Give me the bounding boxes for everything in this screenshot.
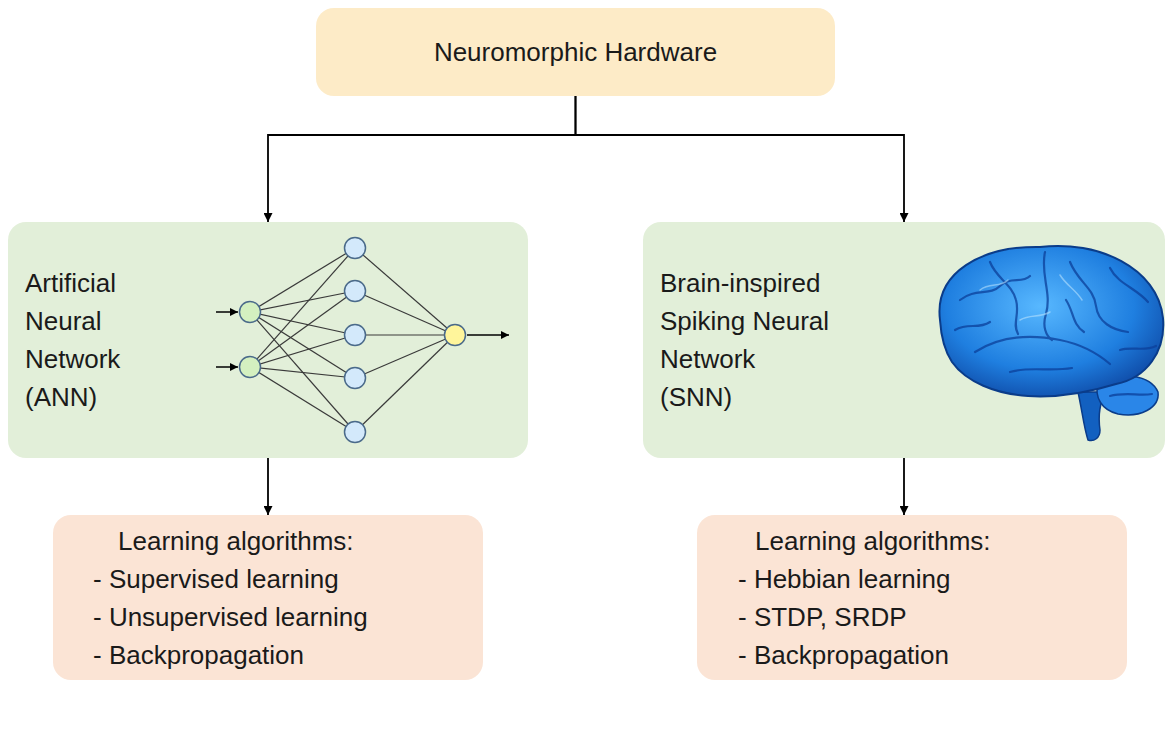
box-label: Neuromorphic Hardware bbox=[336, 33, 815, 71]
hidden-neuron bbox=[345, 238, 366, 259]
weight-line bbox=[355, 334, 455, 335]
hidden-neuron bbox=[345, 325, 366, 346]
algorithm-box: Learning algorithms:- Supervised learnin… bbox=[53, 515, 483, 680]
output-neuron bbox=[445, 325, 466, 346]
weight-line bbox=[250, 248, 355, 367]
weight-line bbox=[250, 291, 355, 367]
output-arrow bbox=[467, 334, 509, 336]
hidden-neuron bbox=[345, 422, 366, 443]
input-neuron bbox=[240, 302, 261, 323]
weight-line bbox=[250, 312, 355, 335]
hidden-neuron bbox=[345, 368, 366, 389]
list-item: - Hebbian learning bbox=[738, 560, 1117, 598]
weight-line bbox=[250, 367, 355, 432]
neural-network-illustration bbox=[200, 232, 520, 448]
weight-line bbox=[355, 291, 455, 335]
cerebrum bbox=[939, 246, 1163, 396]
input-arrow bbox=[216, 311, 238, 313]
list-item: - STDP, SRDP bbox=[738, 598, 1117, 636]
weight-line bbox=[250, 335, 355, 367]
list-item: - Supervised learning bbox=[93, 560, 473, 598]
connector-arrow bbox=[903, 458, 905, 515]
weight-line bbox=[250, 291, 355, 312]
algorithm-box: Learning algorithms:- Hebbian learning- … bbox=[697, 515, 1127, 680]
category-box: Brain-inspired Spiking Neural Network (S… bbox=[643, 222, 1165, 458]
weight-line bbox=[355, 335, 455, 378]
input-arrow bbox=[216, 366, 238, 368]
brain-folds bbox=[955, 252, 1156, 396]
category-box: Artificial Neural Network (ANN) bbox=[8, 222, 528, 458]
brain-illustration bbox=[930, 238, 1170, 448]
weight-line bbox=[250, 312, 355, 378]
input-neuron bbox=[240, 357, 261, 378]
list-item: - Backpropagation bbox=[93, 636, 473, 674]
hidden-neuron bbox=[345, 281, 366, 302]
list-item: - Backpropagation bbox=[738, 636, 1117, 674]
weight-line bbox=[355, 248, 455, 335]
box-heading: Learning algorithms: bbox=[118, 522, 473, 560]
network-weights bbox=[250, 248, 455, 432]
weight-line bbox=[355, 335, 455, 432]
weight-line bbox=[250, 312, 355, 432]
box-label: Brain-inspired Spiking Neural Network (S… bbox=[660, 264, 832, 416]
connector-arrow bbox=[576, 96, 905, 222]
root-box: Neuromorphic Hardware bbox=[316, 8, 835, 96]
list-item: - Unsupervised learning bbox=[93, 598, 473, 636]
box-label: Artificial Neural Network (ANN) bbox=[25, 264, 165, 416]
brain-highlights bbox=[980, 275, 1082, 320]
box-heading: Learning algorithms: bbox=[755, 522, 1117, 560]
connector-arrow bbox=[268, 96, 576, 222]
connector-arrow bbox=[267, 458, 269, 515]
neurons bbox=[240, 238, 466, 443]
